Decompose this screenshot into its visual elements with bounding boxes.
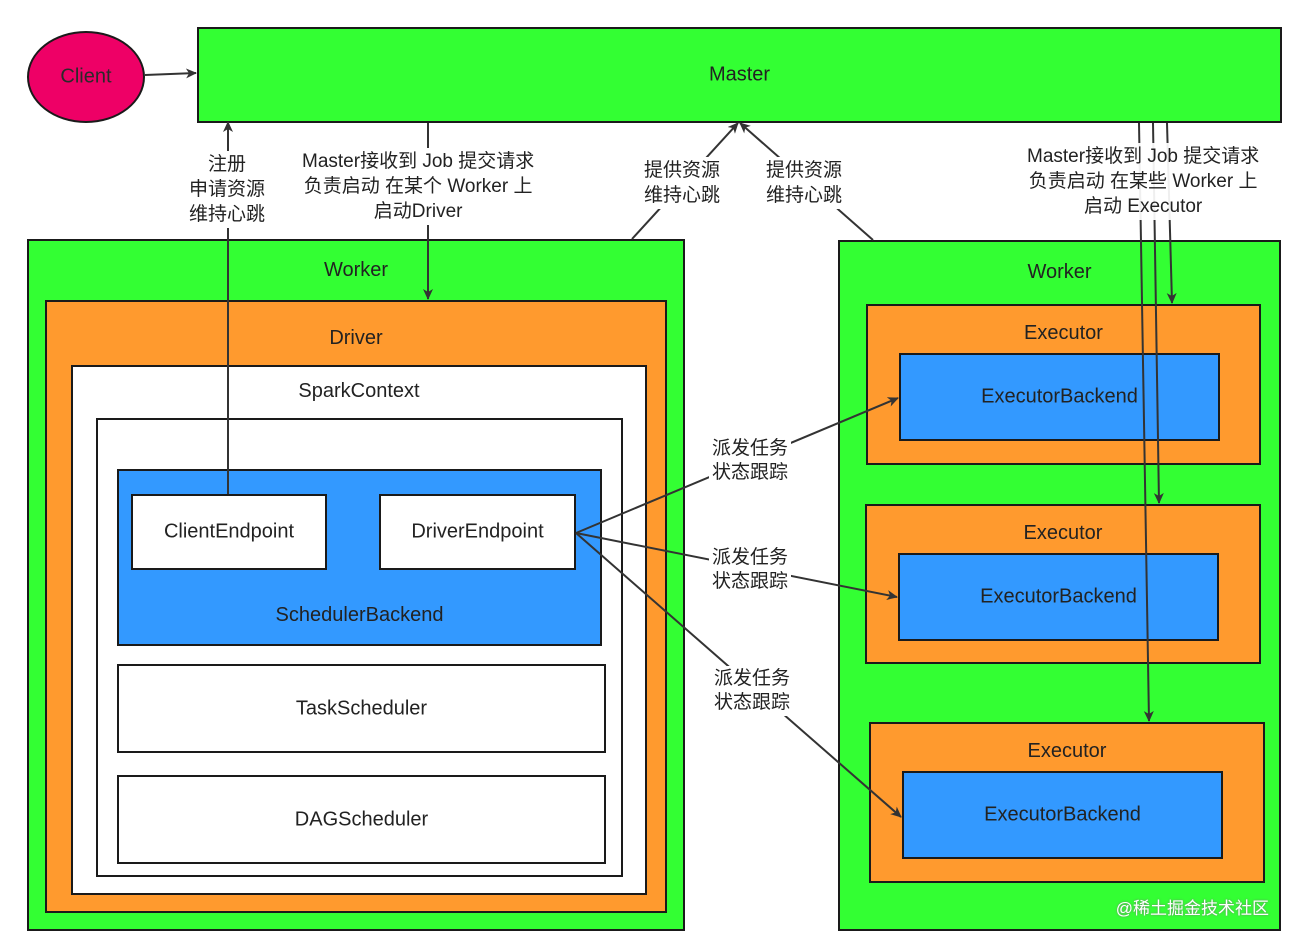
note-master-driver-line-2: 负责启动 在某个 Worker 上 [303,176,533,197]
note-resource-right-line-1: 提供资源 [766,160,843,181]
client-label: Client [60,65,112,88]
note-master-driver: Master接收到 Job 提交请求 负责启动 在某个 Worker 上 启动D… [299,148,538,225]
note-dispatch-2-line-2: 状态跟踪 [712,571,789,592]
executor-label-2: Executor [1023,522,1103,544]
note-master-executor-line-3: 启动 Executor [1084,196,1203,217]
note-register-line-2: 申请资源 [189,179,266,200]
note-dispatch-1: 派发任务 状态跟踪 [709,436,792,486]
dag-scheduler-label: DAGScheduler [294,808,429,830]
master-node: Master [197,27,1282,123]
client-to-master-arrow [144,68,197,79]
note-master-executor-line-1: Master接收到 Job 提交请求 [1027,146,1260,167]
scheduler-backend-label: SchedulerBackend [275,604,444,626]
watermark: @稀土掘金技术社区 [1115,899,1269,918]
note-master-driver-line-3: 启动Driver [373,201,463,222]
note-dispatch-1-line-1: 派发任务 [712,438,789,459]
worker-left-label: Worker [323,259,389,281]
driver-endpoint-label: DriverEndpoint [411,520,544,543]
note-register-line-3: 维持心跳 [189,204,266,225]
executor-backend-label-2: ExecutorBackend [980,585,1137,608]
note-register-line-1: 注册 [208,154,247,175]
note-resource-left-line-1: 提供资源 [644,160,721,181]
executor-backend-box-2: ExecutorBackend [898,553,1219,641]
task-scheduler-label: TaskScheduler [295,697,428,719]
task-scheduler-box: TaskScheduler [117,664,606,753]
note-dispatch-2-line-1: 派发任务 [712,547,789,568]
note-dispatch-2: 派发任务 状态跟踪 [709,545,792,595]
note-dispatch-3-line-1: 派发任务 [714,668,791,689]
executor-label-3: Executor [1027,740,1107,762]
note-master-driver-line-1: Master接收到 Job 提交请求 [302,151,535,172]
executor-label-1: Executor [1024,322,1103,344]
client-endpoint-label: ClientEndpoint [163,520,295,543]
note-resource-right-line-2: 维持心跳 [766,185,843,206]
note-master-executor-line-2: 负责启动 在某些 Worker 上 [1028,171,1258,192]
spark-context-label: SparkContext [298,380,420,402]
driver-endpoint-box: DriverEndpoint [379,494,576,570]
note-resource-right: 提供资源 维持心跳 [763,157,846,209]
client-node: Client [27,31,145,123]
note-master-executor: Master接收到 Job 提交请求 负责启动 在某些 Worker 上 启动 … [1024,143,1263,220]
driver-label: Driver [329,327,383,349]
master-label: Master [708,63,771,86]
note-dispatch-1-line-2: 状态跟踪 [712,462,789,483]
note-register: 注册 申请资源 维持心跳 [186,151,269,228]
dag-scheduler-box: DAGScheduler [117,775,606,864]
executor-backend-box-1: ExecutorBackend [899,353,1220,441]
note-resource-left: 提供资源 维持心跳 [641,157,724,209]
note-dispatch-3-line-2: 状态跟踪 [714,692,791,713]
note-dispatch-3: 派发任务 状态跟踪 [711,666,794,716]
worker-right-label: Worker [1027,261,1092,283]
executor-backend-label-1: ExecutorBackend [981,385,1138,408]
client-endpoint-box: ClientEndpoint [131,494,327,570]
executor-backend-box-3: ExecutorBackend [902,771,1223,859]
executor-backend-label-3: ExecutorBackend [984,803,1141,826]
note-resource-left-line-2: 维持心跳 [644,185,721,206]
